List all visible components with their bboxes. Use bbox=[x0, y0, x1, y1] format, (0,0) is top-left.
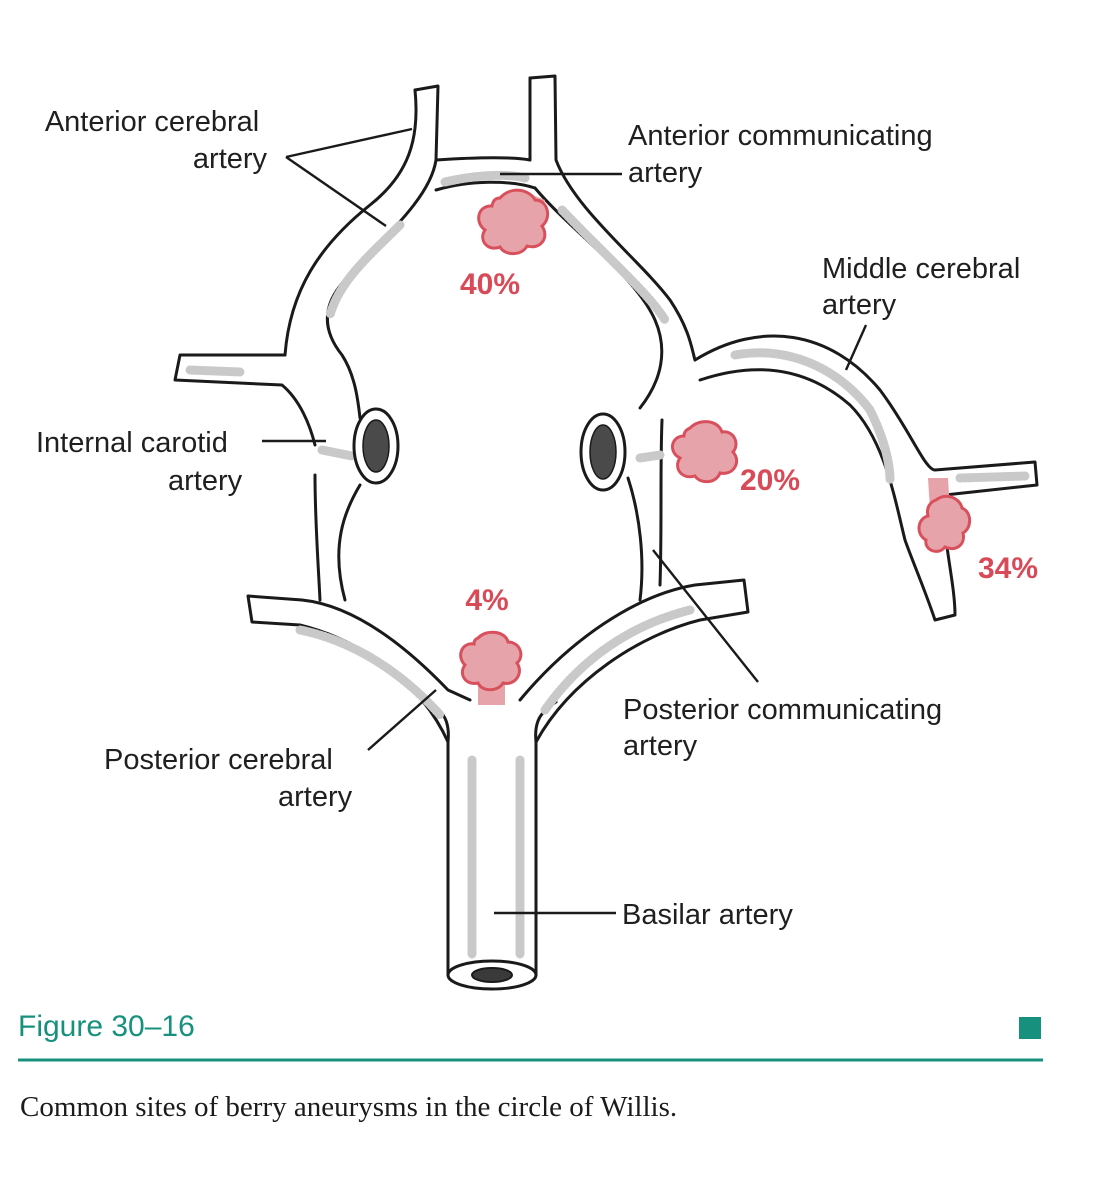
label-mca-line1: Middle cerebral bbox=[822, 253, 1020, 285]
leader-aca-2 bbox=[285, 156, 387, 227]
percent-mca: 34% bbox=[978, 552, 1038, 585]
label-acom-line2: artery bbox=[628, 157, 703, 189]
anterior-communicating-vessel bbox=[434, 156, 537, 192]
percent-pcom: 20% bbox=[740, 464, 800, 497]
aneurysm-pcom bbox=[671, 420, 739, 484]
label-aca-line2: artery bbox=[193, 143, 268, 175]
leader-aca-1 bbox=[285, 127, 413, 159]
aneurysm-basilar bbox=[459, 630, 523, 705]
figure-marker-square bbox=[1019, 1017, 1041, 1039]
label-ica-line2: artery bbox=[168, 465, 243, 497]
anatomy-labels: Anterior cerebral artery Anterior commun… bbox=[36, 106, 1020, 931]
percent-acom: 40% bbox=[460, 268, 520, 301]
label-pca-line1: Posterior cerebral bbox=[104, 744, 333, 776]
aneurysm-mca bbox=[917, 478, 972, 553]
right-internal-carotid-opening bbox=[579, 412, 627, 492]
label-basilar: Basilar artery bbox=[622, 899, 793, 931]
figure-caption: Common sites of berry aneurysms in the c… bbox=[20, 1091, 677, 1123]
percent-basilar: 4% bbox=[465, 584, 508, 617]
leader-pca bbox=[367, 689, 437, 751]
label-aca-line1: Anterior cerebral bbox=[45, 106, 259, 138]
leader-lines bbox=[262, 127, 868, 915]
aneurysm-acom bbox=[477, 188, 550, 256]
aneurysm-percentages: 40% 20% 34% 4% bbox=[460, 268, 1038, 617]
figure-footer: Figure 30–16 Common sites of berry aneur… bbox=[18, 1010, 1043, 1123]
left-internal-carotid-opening bbox=[352, 407, 400, 485]
label-pcom-line2: artery bbox=[623, 730, 698, 762]
left-circle-vessel bbox=[173, 84, 440, 602]
vessel-network bbox=[173, 74, 1039, 991]
label-pcom-line1: Posterior communicating bbox=[623, 694, 942, 726]
figure-title: Figure 30–16 bbox=[18, 1010, 195, 1043]
label-pca-line2: artery bbox=[278, 781, 353, 813]
label-acom-line1: Anterior communicating bbox=[628, 120, 933, 152]
leader-pcom bbox=[652, 549, 759, 683]
right-circle-vessel bbox=[528, 74, 1039, 622]
label-ica-line1: Internal carotid bbox=[36, 427, 228, 459]
label-mca-line2: artery bbox=[822, 289, 897, 321]
leader-mca bbox=[844, 324, 868, 371]
basilar-artery-vessel bbox=[428, 700, 558, 991]
